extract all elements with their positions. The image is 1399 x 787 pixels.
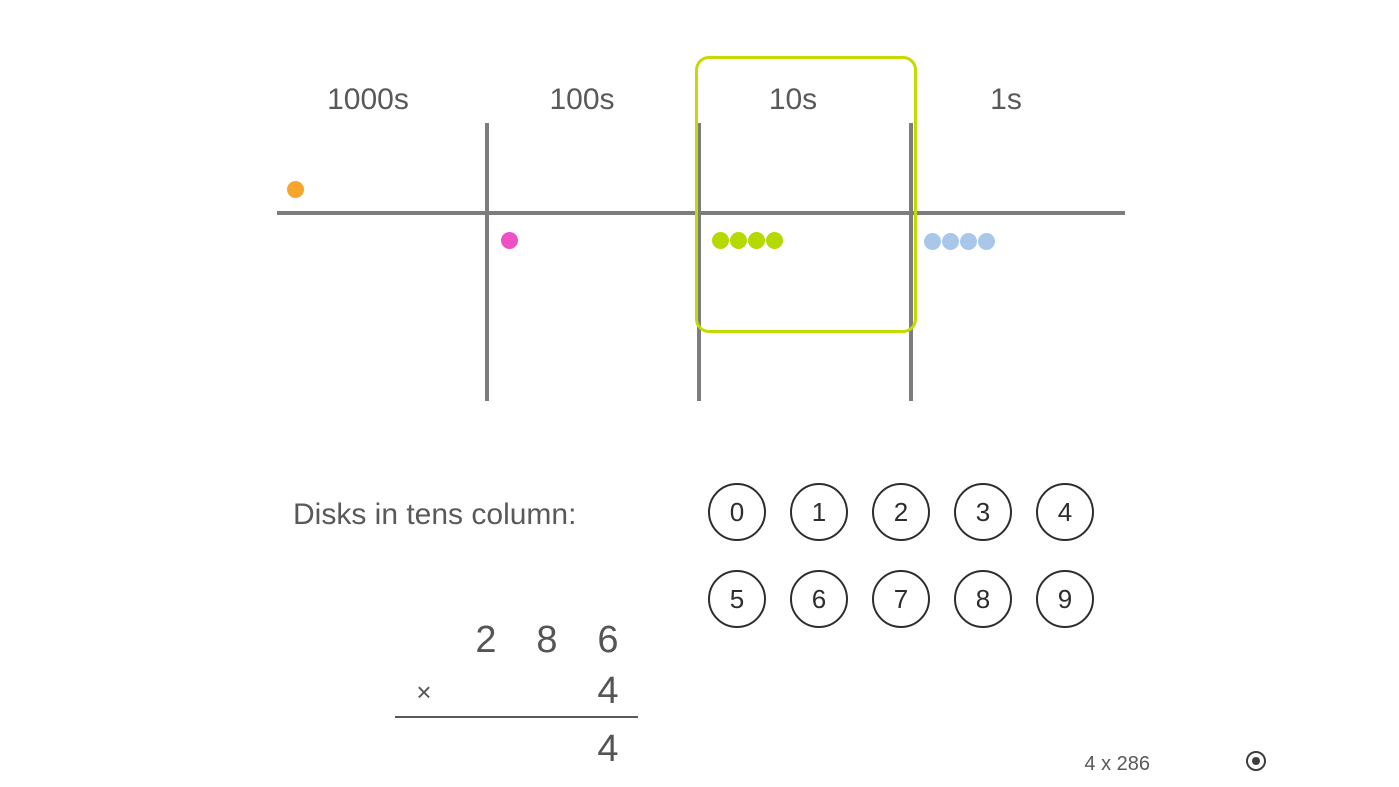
column-label-10s: 10s	[768, 83, 818, 116]
disk-group-1s	[924, 233, 995, 250]
multiply-operator: ×	[416, 677, 432, 707]
place-value-disk[interactable]	[730, 232, 747, 249]
tens-column-highlight	[695, 56, 917, 333]
disk-group-10s	[712, 232, 783, 249]
multiplicand-hundreds-digit: 2	[475, 619, 497, 661]
disk-group-1000s	[287, 181, 304, 198]
number-button-7[interactable]: 7	[872, 570, 930, 628]
place-value-disk[interactable]	[766, 232, 783, 249]
place-value-disk[interactable]	[942, 233, 959, 250]
multiplier-digit: 4	[597, 670, 619, 712]
chart-divider-100s-10s	[697, 123, 701, 401]
number-pad: 0 1 2 3 4 5 6 7 8 9	[708, 483, 1098, 628]
multiplicand-tens-digit: 8	[536, 619, 558, 661]
chart-divider-10s-1s	[909, 123, 913, 401]
number-button-5[interactable]: 5	[708, 570, 766, 628]
column-label-1s: 1s	[990, 83, 1022, 116]
place-value-disk[interactable]	[978, 233, 995, 250]
number-button-1[interactable]: 1	[790, 483, 848, 541]
disk-group-100s	[501, 232, 518, 249]
place-value-disk[interactable]	[960, 233, 977, 250]
number-button-3[interactable]: 3	[954, 483, 1012, 541]
number-button-6[interactable]: 6	[790, 570, 848, 628]
place-value-disk[interactable]	[501, 232, 518, 249]
number-button-9[interactable]: 9	[1036, 570, 1094, 628]
equals-rule-line	[395, 716, 638, 718]
place-value-disk[interactable]	[712, 232, 729, 249]
problem-reference-label: 4 x 286	[1084, 753, 1150, 775]
chart-divider-1000s-100s	[485, 123, 489, 401]
question-prompt: Disks in tens column:	[293, 498, 577, 531]
column-label-1000s: 1000s	[327, 83, 409, 116]
multiplicand-ones-digit: 6	[597, 619, 619, 661]
place-value-disk[interactable]	[287, 181, 304, 198]
place-value-disk[interactable]	[924, 233, 941, 250]
column-label-100s: 100s	[549, 83, 615, 116]
number-button-4[interactable]: 4	[1036, 483, 1094, 541]
place-value-disk[interactable]	[748, 232, 765, 249]
number-button-0[interactable]: 0	[708, 483, 766, 541]
chart-horizontal-line	[277, 211, 1125, 215]
number-button-8[interactable]: 8	[954, 570, 1012, 628]
record-icon[interactable]	[1246, 751, 1266, 771]
number-button-2[interactable]: 2	[872, 483, 930, 541]
result-ones-digit: 4	[597, 728, 619, 770]
